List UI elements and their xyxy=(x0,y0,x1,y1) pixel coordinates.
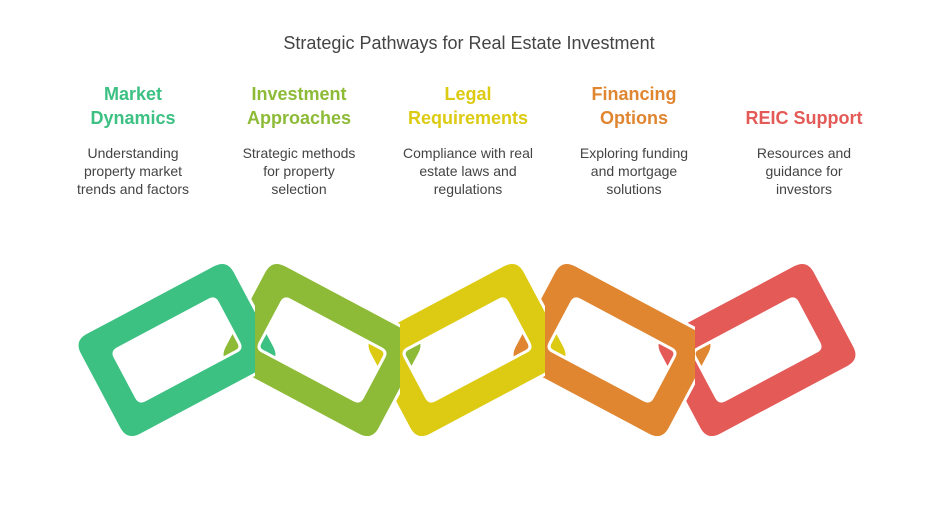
step-description: Exploring funding and mortgage solutions xyxy=(554,144,714,198)
description-line: Resources and xyxy=(756,145,852,161)
heading-line: Investment xyxy=(251,84,347,104)
description-line: Exploring funding xyxy=(579,145,689,161)
description-line: Compliance with real xyxy=(403,145,533,161)
step-heading: REIC Support xyxy=(724,82,884,130)
description-line: and mortgage xyxy=(590,163,678,179)
step-description: Compliance with real estate laws and reg… xyxy=(388,144,548,198)
step-market-dynamics: Market Dynamics Understanding property m… xyxy=(53,82,213,198)
chain-link-overlap xyxy=(70,255,265,445)
description-line: selection xyxy=(271,181,327,197)
heading-line: Legal xyxy=(444,84,492,104)
description-line: solutions xyxy=(606,181,662,197)
description-line: guidance for xyxy=(765,163,843,179)
heading-line: Options xyxy=(600,108,668,128)
step-description: Understanding property market trends and… xyxy=(53,144,213,198)
description-line: Strategic methods xyxy=(242,145,356,161)
heading-line: Requirements xyxy=(407,108,529,128)
heading-line: Market xyxy=(103,84,163,104)
description-line: regulations xyxy=(433,181,503,197)
step-description: Resources and guidance for investors xyxy=(724,144,884,198)
step-financing-options: Financing Options Exploring funding and … xyxy=(554,82,714,198)
step-reic-support: REIC Support Resources and guidance for … xyxy=(724,82,884,198)
heading-line: Approaches xyxy=(246,108,352,128)
heading-line: REIC Support xyxy=(745,108,863,128)
step-heading: Financing Options xyxy=(554,82,714,130)
step-heading: Legal Requirements xyxy=(388,82,548,130)
step-legal-requirements: Legal Requirements Compliance with real … xyxy=(388,82,548,198)
step-description: Strategic methods for property selection xyxy=(219,144,379,198)
description-line: property market xyxy=(83,163,183,179)
step-investment-approaches: Investment Approaches Strategic methods … xyxy=(219,82,379,198)
heading-line: Dynamics xyxy=(90,108,176,128)
diagram-title: Strategic Pathways for Real Estate Inves… xyxy=(283,33,655,53)
step-heading: Investment Approaches xyxy=(219,82,379,130)
description-line: estate laws and xyxy=(419,163,517,179)
description-line: for property xyxy=(263,163,335,179)
step-heading: Market Dynamics xyxy=(53,82,213,130)
description-line: investors xyxy=(775,181,833,197)
heading-line: Financing xyxy=(591,84,677,104)
description-line: Understanding xyxy=(87,145,179,161)
description-line: trends and factors xyxy=(76,181,190,197)
